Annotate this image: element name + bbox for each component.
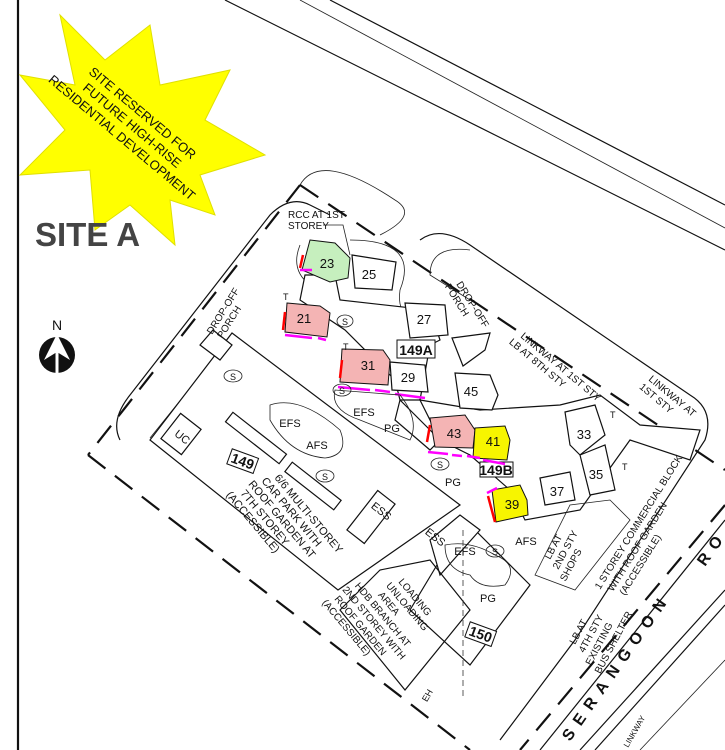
- toilet-label: T: [343, 342, 349, 352]
- linkway-partial-label: LINKWAY: [622, 714, 648, 749]
- block-21-label: 21: [297, 311, 311, 326]
- block-39-label: 39: [505, 497, 519, 512]
- shelter-label: S: [437, 460, 443, 470]
- toilet-label: T: [283, 292, 289, 302]
- shelter-label: S: [339, 386, 345, 396]
- north-arrow-icon: N: [39, 317, 75, 375]
- block-43-label: 43: [447, 426, 461, 441]
- roads: [87, 0, 725, 750]
- pg-label: PG: [480, 593, 496, 605]
- site-reserved-callout: SITE RESERVED FOR FUTURE HIGH-RISE RESID…: [18, 13, 267, 247]
- block-41: [472, 425, 511, 461]
- block-29: [389, 361, 429, 393]
- dropoff-porch-left: DROP-OFF PORCH: [205, 286, 244, 340]
- block-33-label: 33: [577, 427, 591, 442]
- block-41-label: 41: [486, 434, 500, 449]
- carpark-afs-label: AFS: [306, 440, 327, 452]
- eh-label: EH: [420, 688, 435, 704]
- block-35-label: 35: [589, 467, 603, 482]
- block-39: [491, 484, 529, 523]
- block-149a-tag: [396, 339, 436, 359]
- linkway-right-label: LINKWAY AT 1ST STY: [637, 374, 698, 420]
- block-150-label: 150: [467, 623, 495, 646]
- rcc-label-1: RCC AT 1ST: [288, 210, 345, 221]
- block-27-label: 27: [417, 312, 431, 327]
- block-149-tag: [226, 448, 260, 475]
- block-149-label: 149: [229, 450, 257, 473]
- road-name-serangoon: SERANGOON: [559, 590, 674, 745]
- shelter-label: S: [492, 547, 498, 557]
- shelter-label: S: [322, 472, 328, 482]
- efs-label: EFS: [353, 407, 374, 419]
- dropoff-porch-shape: [451, 332, 491, 367]
- shelter-label: S: [230, 372, 236, 382]
- toilet-label: T: [610, 410, 616, 420]
- block-149a-label: 149A: [399, 342, 432, 358]
- rcc-label-2: STOREY: [288, 221, 329, 232]
- lb-2nd-sty-label: LB AT 2ND STY SHOPS: [543, 529, 585, 584]
- block-27: [404, 302, 449, 339]
- site-title: SITE A: [35, 216, 140, 253]
- block-149b-label: 149B: [479, 462, 512, 478]
- block-37: [539, 471, 576, 506]
- block-33: [564, 404, 606, 456]
- efs-label: EFS: [454, 546, 475, 558]
- afs-label: AFS: [515, 536, 536, 548]
- north-label: N: [52, 317, 62, 333]
- shelter-label: S: [342, 317, 348, 327]
- block-45-label: 45: [464, 384, 478, 399]
- pg-label: PG: [445, 477, 461, 489]
- block-25: [351, 254, 397, 291]
- block-45: [454, 372, 499, 411]
- block-31-label: 31: [361, 358, 375, 373]
- residential-blocks: 23 25 21 27 149A 31 29 45 43 41 149B 39 …: [281, 239, 701, 523]
- block-150-tag: [464, 621, 498, 648]
- block-23-label: 23: [320, 256, 334, 271]
- toilet-label: T: [622, 462, 628, 472]
- block-29-label: 29: [401, 370, 415, 385]
- block-21: [284, 302, 331, 338]
- dropoff-porch-right: DROP-OFF PORCH: [442, 280, 490, 330]
- block-37-label: 37: [550, 484, 564, 499]
- linkway-label: LINKWAY AT 1ST STY: [518, 331, 603, 405]
- carpark-efs-label: EFS: [279, 418, 300, 430]
- road-name-partial: RO: [694, 527, 725, 570]
- carpark-block-149: EFS AFS UC 149 S S ESS 6/6 MULTI-STOREY …: [149, 329, 462, 591]
- pg-label: PG: [384, 423, 400, 435]
- block-25-label: 25: [362, 267, 376, 282]
- block-35: [579, 444, 616, 496]
